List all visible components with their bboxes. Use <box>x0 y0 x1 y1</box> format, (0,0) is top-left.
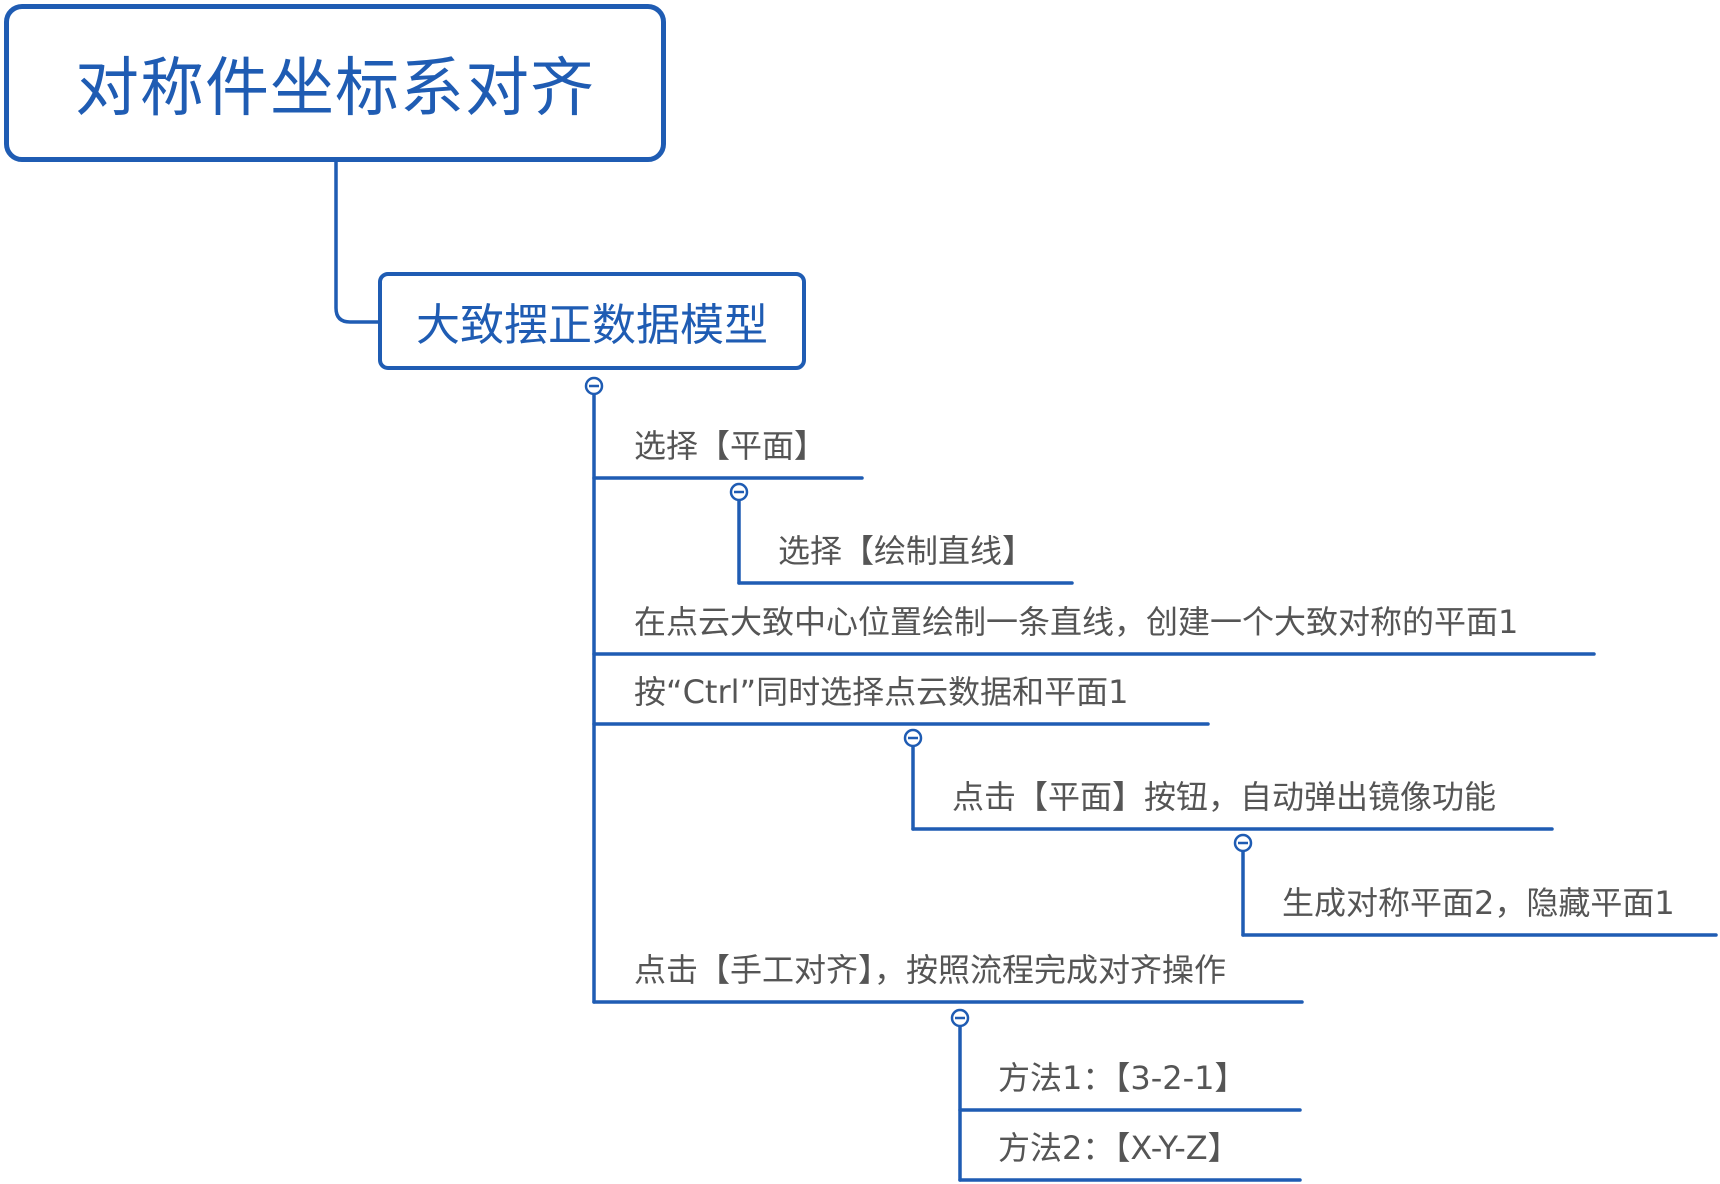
topic-mirror-plane[interactable]: 生成对称平面2，隐藏平面1 <box>1282 884 1675 922</box>
collapse-minus-icon[interactable] <box>1233 833 1253 853</box>
topic-method-2[interactable]: 方法2：【X-Y-Z】 <box>998 1129 1240 1167</box>
collapse-minus-icon[interactable] <box>903 728 923 748</box>
root-topic-label: 对称件坐标系对齐 <box>75 52 595 126</box>
topic-select-plane[interactable]: 选择【平面】 <box>634 427 827 465</box>
collapse-minus-icon[interactable] <box>584 376 604 396</box>
topic-click-plane[interactable]: 点击【平面】按钮，自动弹出镜像功能 <box>952 778 1497 816</box>
main-topic[interactable]: 大致摆正数据模型 <box>378 272 806 370</box>
collapse-minus-icon[interactable] <box>950 1008 970 1028</box>
topic-method-1[interactable]: 方法1：【3-2-1】 <box>998 1059 1247 1097</box>
root-topic[interactable]: 对称件坐标系对齐 <box>4 4 666 162</box>
connector-root-child <box>334 160 380 324</box>
main-topic-label: 大致摆正数据模型 <box>416 300 768 351</box>
topic-draw-line[interactable]: 选择【绘制直线】 <box>778 532 1035 570</box>
topic-manual-align[interactable]: 点击【手工对齐】，按照流程完成对齐操作 <box>634 951 1227 989</box>
topic-create-plane[interactable]: 在点云大致中心位置绘制一条直线，创建一个大致对称的平面1 <box>634 603 1519 641</box>
topic-ctrl-select[interactable]: 按“Ctrl”同时选择点云数据和平面1 <box>634 673 1129 711</box>
collapse-minus-icon[interactable] <box>729 482 749 502</box>
